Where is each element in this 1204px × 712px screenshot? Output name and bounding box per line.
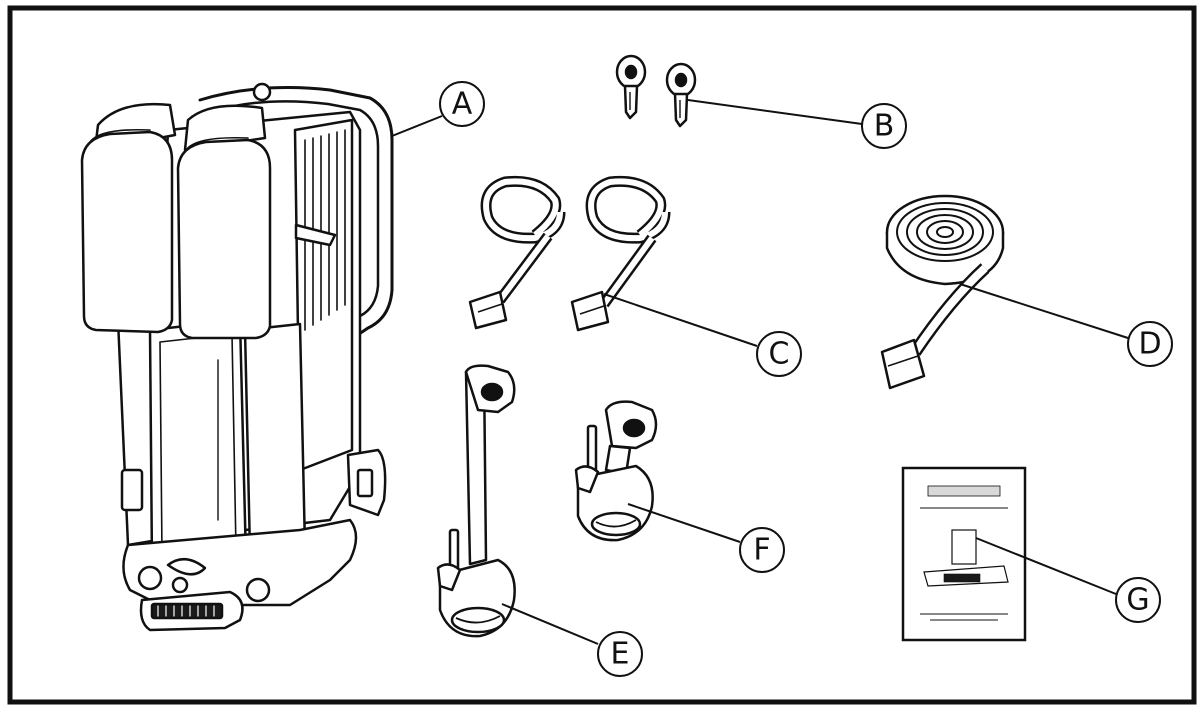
callout-b-label: B (874, 109, 895, 144)
callout-f: F (739, 527, 785, 573)
part-e-long-arm-illustration (436, 364, 516, 638)
leader-g (975, 537, 1117, 595)
callout-a-label: A (452, 87, 473, 122)
callout-f-label: F (753, 533, 770, 568)
callout-e: E (597, 631, 643, 677)
part-b-keys-illustration (615, 54, 697, 128)
part-f-short-arm-illustration (574, 400, 658, 542)
callout-c: C (756, 331, 802, 377)
part-c-straps-illustration (468, 175, 671, 332)
part-a-carrier-illustration (80, 82, 394, 632)
leader-f (627, 503, 741, 543)
callout-e-label: E (611, 637, 630, 672)
leader-b (687, 99, 863, 125)
leader-c (603, 293, 758, 347)
callout-g-label: G (1126, 583, 1149, 618)
part-d-long-strap-illustration (880, 194, 1005, 390)
leader-lines (391, 99, 1129, 645)
leader-a (391, 115, 443, 137)
callouts: A B C D E F G (439, 81, 1173, 677)
part-g-manual-illustration (901, 466, 1027, 642)
callout-c-label: C (769, 337, 790, 372)
callout-d: D (1127, 321, 1173, 367)
callout-a: A (439, 81, 485, 127)
callout-g: G (1115, 577, 1161, 623)
leader-d (959, 283, 1129, 339)
callout-d-label: D (1138, 327, 1161, 362)
leader-e (501, 603, 599, 645)
callout-b: B (861, 103, 907, 149)
